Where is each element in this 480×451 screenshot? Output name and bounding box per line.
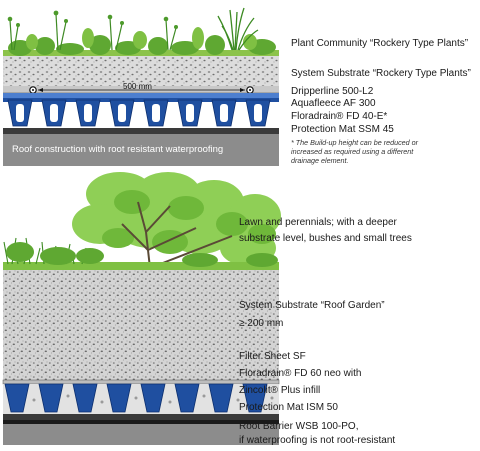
label-plant-community: Plant Community “Rockery Type Plants”	[291, 38, 469, 49]
bottom-buildup-diagram	[0, 172, 282, 447]
aquafleece-layer	[3, 93, 279, 98]
roof-garden-substrate-layer	[3, 270, 279, 382]
label-filter-sheet: Filter Sheet SF	[239, 351, 306, 362]
dimension-label: 500 mm	[123, 82, 152, 91]
label-substrate-depth: ≥ 200 mm	[239, 318, 284, 329]
roof-construction	[3, 134, 279, 166]
note-line: increased as required using a different	[291, 147, 414, 156]
rockery-substrate-layer	[3, 56, 279, 86]
label-root-barrier-line2: if waterproofing is not root-resistant	[239, 435, 396, 446]
label-zincolit: Zincolit® Plus infill	[239, 385, 321, 396]
label-lawn-line2: substrate level, bushes and small trees	[239, 233, 412, 244]
label-dripperline: Dripperline 500-L2	[291, 86, 374, 97]
bottom-buildup-illustration	[2, 172, 281, 445]
roof-caption: Roof construction with root resistant wa…	[12, 144, 224, 155]
label-root-barrier: Root Barrier WSB 100-PO, if waterproofin…	[239, 421, 395, 447]
note-line: drainage element.	[291, 156, 349, 165]
label-lawn-perennials: Lawn and perennials; with a deeper subst…	[239, 217, 412, 245]
label-rockery-substrate: System Substrate “Rockery Type Plants”	[291, 68, 471, 79]
label-lawn-line1: Lawn and perennials; with a deeper	[239, 217, 397, 228]
label-floradrain-fd60: Floradrain® FD 60 neo with	[239, 368, 362, 379]
filter-sheet-layer	[2, 379, 280, 385]
protection-mat-ism50-layer	[3, 414, 279, 420]
root-barrier-layer	[3, 420, 279, 424]
top-buildup-illustration	[3, 7, 279, 166]
roof-slab	[3, 424, 279, 445]
buildup-note: * The Build-up height can be reduced or …	[291, 138, 418, 165]
top-buildup-diagram: 500 mm Roof construction with root resis…	[0, 0, 282, 168]
note-line: * The Build-up height can be reduced or	[291, 138, 419, 147]
rockery-plants	[3, 7, 279, 58]
label-aquafleece: Aquafleece AF 300	[291, 98, 376, 109]
label-floradrain-fd40: Floradrain® FD 40-E*	[291, 111, 388, 122]
label-protection-mat-ssm45: Protection Mat SSM 45	[291, 124, 394, 135]
label-protection-mat-ism50: Protection Mat ISM 50	[239, 402, 338, 413]
floradrain-fd60-layer	[3, 383, 279, 414]
label-root-barrier-line1: Root Barrier WSB 100-PO,	[239, 421, 359, 432]
label-roof-garden-substrate: System Substrate “Roof Garden”	[239, 300, 385, 311]
protection-mat-layer	[3, 128, 279, 134]
bushes-and-small-trees	[3, 172, 281, 270]
floradrain-fd40-layer	[3, 98, 279, 128]
